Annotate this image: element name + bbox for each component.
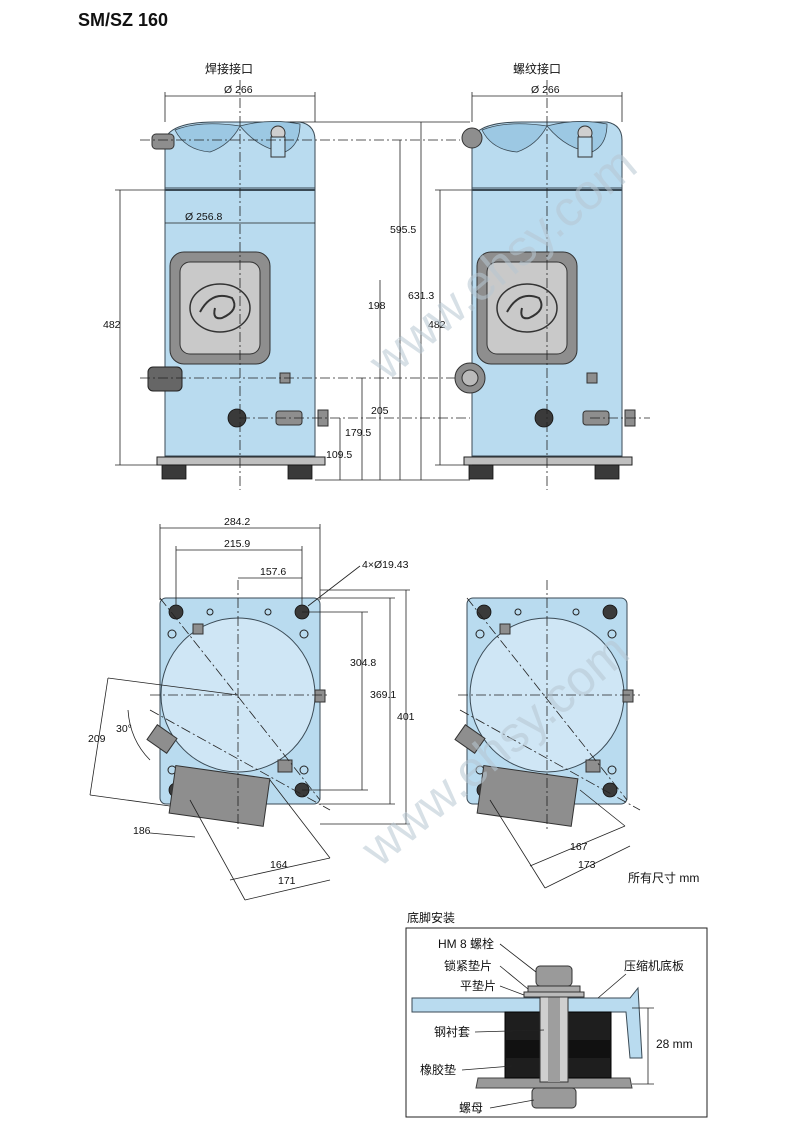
dim-171: 171 xyxy=(278,875,296,887)
top-view-left: 284.2 215.9 157.6 4×Ø19.43 304.8 369.1 4… xyxy=(88,516,415,901)
front-view-thread: 螺纹接口 Ø 266 482 xyxy=(428,61,650,490)
dim-height-482-left: 482 xyxy=(103,319,121,331)
dim-28mm: 28 mm xyxy=(656,1037,693,1051)
bolt-head xyxy=(535,965,573,987)
discharge-fitting xyxy=(151,133,175,150)
label-bolt: HM 8 螺栓 xyxy=(438,936,494,951)
dim-167: 167 xyxy=(570,841,588,853)
dim-diameter-266-left: Ø 266 xyxy=(224,84,253,96)
dim-304: 304.8 xyxy=(350,657,376,669)
dim-164: 164 xyxy=(270,859,288,871)
label-base-plate: 压缩机底板 xyxy=(624,958,684,973)
angle-30: 30° xyxy=(116,723,132,735)
holes-callout: 4×Ø19.43 xyxy=(362,559,409,571)
dim-198: 198 xyxy=(368,300,386,312)
dim-diameter-256: Ø 256.8 xyxy=(185,211,223,223)
dim-157: 157.6 xyxy=(260,566,286,578)
front-view-weld: 焊接接口 xyxy=(147,61,329,490)
label-rubber-pad: 橡胶垫 xyxy=(420,1062,456,1077)
dim-179: 179.5 xyxy=(345,427,371,439)
terminal-box-top xyxy=(168,764,271,827)
nut xyxy=(531,1087,577,1109)
dim-631: 631.3 xyxy=(408,290,434,302)
dim-209: 209 xyxy=(88,733,106,745)
dim-109: 109.5 xyxy=(326,449,352,461)
foot-title: 底脚安装 xyxy=(407,910,455,925)
page-title: SM/SZ 160 xyxy=(78,10,169,30)
label-steel-sleeve: 钢衬套 xyxy=(434,1025,470,1039)
dim-369: 369.1 xyxy=(370,689,396,701)
units-note: 所有尺寸 mm xyxy=(628,871,699,885)
dim-284: 284.2 xyxy=(224,516,250,528)
dim-diameter-266-right: Ø 266 xyxy=(531,84,560,96)
dim-205: 205 xyxy=(371,405,389,417)
top-view-right: 167 173 所有尺寸 mm xyxy=(454,580,699,889)
dim-173: 173 xyxy=(578,859,596,871)
rotolock-top xyxy=(461,127,483,149)
dimension-lines-top: Ø 266 Ø 256.8 482 198 595.5 631.3 205 17… xyxy=(103,84,470,481)
dim-height-482-right: 482 xyxy=(428,319,446,331)
dim-215: 215.9 xyxy=(224,538,250,550)
label-nut: 螺母 xyxy=(459,1101,483,1115)
dim-401: 401 xyxy=(397,711,415,723)
suction-fitting xyxy=(147,366,183,392)
label-flat-washer: 平垫片 xyxy=(460,978,496,993)
rubber-foot-left xyxy=(161,464,187,480)
foot-installation: 底脚安装 HM 8 螺栓 锁紧垫片 平垫片 钢衬套 橡胶垫 螺母 压缩机底板 xyxy=(405,910,708,1118)
dim-186: 186 xyxy=(133,825,151,837)
label-lock-washer: 锁紧垫片 xyxy=(444,958,492,973)
rubber-foot-right xyxy=(287,464,313,480)
thread-view-label: 螺纹接口 xyxy=(513,61,561,76)
weld-view-label: 焊接接口 xyxy=(205,61,253,76)
dim-595: 595.5 xyxy=(390,224,416,236)
